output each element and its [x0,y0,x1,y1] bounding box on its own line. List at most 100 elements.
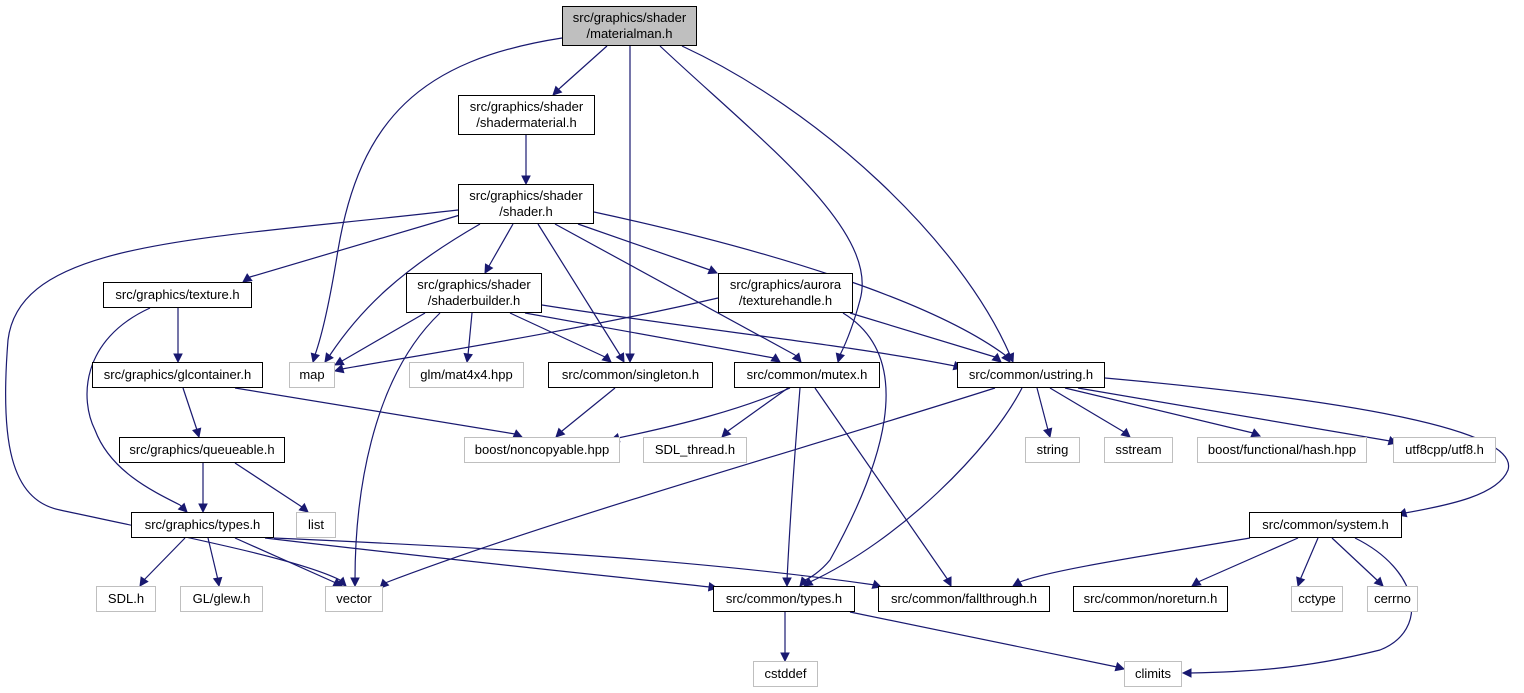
node-label: utf8cpp/utf8.h [1405,442,1484,457]
edge-tail-mutex-fallthrough [946,578,949,581]
node-label: string [1036,442,1069,457]
node-label: /materialman.h [586,26,673,41]
edge-mutex-sdlthread [727,387,789,432]
node-label: list [308,517,324,532]
node-glm: glm/mat4x4.hpp [409,362,524,388]
node-label: src/graphics/shader [572,10,687,25]
node-label: src/common/noreturn.h [1083,591,1218,606]
edge-system-cerrno [1331,537,1379,582]
node-utf8: utf8cpp/utf8.h [1393,437,1496,463]
edge-tail-system-cerrno [1376,579,1379,582]
arrowhead-queueable-gtypes [198,503,208,514]
node-singleton[interactable]: src/common/singleton.h [548,362,713,388]
node-label: src/common/mutex.h [746,367,868,382]
arrowhead-shader-shaderbuilder [484,263,494,274]
node-fallthrough[interactable]: src/common/fallthrough.h [878,586,1050,612]
node-texture[interactable]: src/graphics/texture.h [103,282,252,308]
node-texturehandle[interactable]: src/graphics/aurora/texturehandle.h [718,273,853,313]
edge-texturehandle-ctypes [804,312,887,581]
node-shaderbuilder[interactable]: src/graphics/shader/shaderbuilder.h [406,273,542,313]
node-label: map [299,367,325,382]
edge-system-cctype [1299,537,1319,581]
edge-gtypes-vector [234,537,337,584]
node-queueable[interactable]: src/graphics/queueable.h [119,437,285,463]
node-label: sstream [1115,442,1162,457]
edge-shader-singleton [537,223,621,356]
node-cerrno: cerrno [1367,586,1418,612]
node-glcontainer[interactable]: src/graphics/glcontainer.h [92,362,263,388]
edge-gtypes-glew [207,537,219,581]
arrowhead-shaderbuilder-map [334,356,345,366]
node-label: src/graphics/aurora [729,277,842,292]
node-shadermaterial[interactable]: src/graphics/shader/shadermaterial.h [458,95,595,135]
node-ustring[interactable]: src/common/ustring.h [957,362,1105,388]
edge-ustring-utf8 [1077,387,1391,442]
node-label: src/graphics/glcontainer.h [103,367,252,382]
node-label: vector [336,591,372,606]
edge-glcontainer-noncopyable [234,387,516,435]
edge-ustring-ctypes [809,387,1023,583]
arrowhead-ustring-hash [1250,428,1262,438]
node-string: string [1025,437,1080,463]
node-gtypes[interactable]: src/graphics/types.h [131,512,274,538]
node-label: src/graphics/shader [469,99,584,114]
node-list: list [296,512,336,538]
node-label: src/graphics/queueable.h [129,442,275,457]
arrowhead-mm-singleton [625,353,635,364]
node-shader[interactable]: src/graphics/shader/shader.h [458,184,594,224]
arrowhead-mutex-fallthrough [942,576,952,588]
edge-shaderbuilder-vector [354,312,441,581]
node-vector: vector [325,586,383,612]
edge-texturehandle-ustring [849,312,996,358]
node-label: cerrno [1374,591,1411,606]
edge-ustring-string [1036,387,1049,431]
node-sdl: SDL.h [96,586,156,612]
node-ctypes[interactable]: src/common/types.h [713,586,855,612]
node-map: map [289,362,335,388]
node-cctype: cctype [1291,586,1343,612]
arrowhead-ctypes-cstddef [780,652,790,663]
edge-tail-texture-gtypes [179,504,182,507]
edge-tail-mm-shadermaterial [558,87,561,90]
arrowhead-shader-texture [242,273,253,283]
arrowhead-queueable-list [298,502,309,513]
edge-glcontainer-queueable [182,387,198,431]
node-sstream: sstream [1104,437,1173,463]
arrowhead-texture-glcontainer [173,353,183,364]
node-noreturn[interactable]: src/common/noreturn.h [1073,586,1228,612]
node-sdlthread: SDL_thread.h [643,437,747,463]
arrowhead-system-noreturn [1191,577,1202,587]
edge-mutex-ctypes [786,387,801,581]
edge-gtypes-fallthrough [273,537,876,586]
node-mutex[interactable]: src/common/mutex.h [734,362,880,388]
node-label: climits [1134,666,1172,681]
edge-shader-texture [249,214,461,278]
edge-ustring-system [1104,377,1510,514]
edge-tail-system-cctype [1299,578,1302,581]
node-label: cctype [1298,591,1336,606]
node-label: src/graphics/types.h [144,517,261,532]
edge-mutex-fallthrough [814,387,949,581]
arrowhead-shader-singleton [615,352,625,363]
edge-tail-shader-mutex [794,354,797,357]
node-label: /texturehandle.h [738,293,833,308]
edge-mm-map [314,37,563,356]
edge-mm-shadermaterial [559,45,608,89]
node-system[interactable]: src/common/system.h [1249,512,1402,538]
node-label: cstddef [764,666,807,681]
node-label: /shadermaterial.h [476,115,577,130]
node-label: boost/noncopyable.hpp [474,442,610,457]
arrowhead-shaderbuilder-mutex [770,353,781,363]
arrowhead-ustring-sstream [1120,427,1131,438]
node-label: /shaderbuilder.h [427,293,521,308]
node-label: glm/mat4x4.hpp [420,367,513,382]
node-label: src/common/types.h [725,591,843,606]
edge-mm-ustring [681,45,1011,356]
edge-shaderbuilder-map [341,312,426,362]
edge-system-fallthrough [1019,537,1251,583]
node-climits: climits [1124,661,1182,687]
node-materialman[interactable]: src/graphics/shader/materialman.h [562,6,697,46]
edge-shaderbuilder-glm [467,312,473,356]
edge-singleton-noncopyable [561,387,616,432]
